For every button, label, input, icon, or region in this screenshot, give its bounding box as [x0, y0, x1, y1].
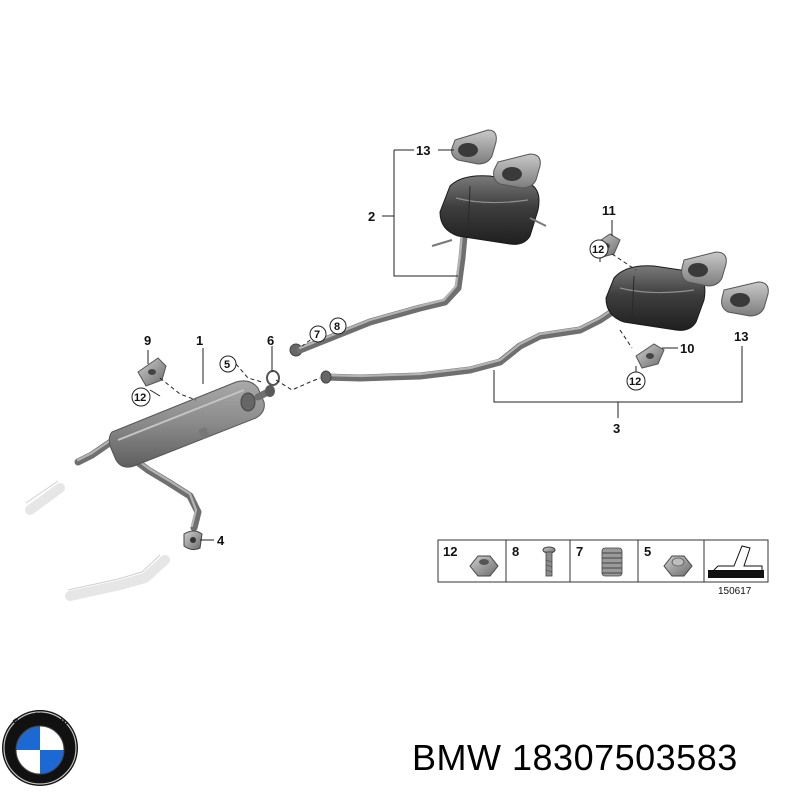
callout-5-circle — [219, 355, 237, 373]
legend-label-7: 7 — [576, 544, 583, 559]
callout-3: 3 — [613, 421, 620, 436]
callout-7-circle — [309, 325, 327, 343]
part-number: 18307503583 — [512, 737, 738, 778]
right-rear-muffler — [605, 251, 769, 331]
callout-13b: 13 — [734, 329, 748, 344]
callout-4: 4 — [217, 533, 225, 548]
legend-label-8: 8 — [512, 544, 519, 559]
callouts: 1 2 3 4 5 6 7 8 9 10 11 12 12 12 13 13 — [131, 143, 748, 548]
callout-7: 7 — [314, 329, 320, 341]
sealing-nut-icon — [663, 555, 693, 577]
mount-part-10 — [635, 343, 665, 369]
callout-13a: 13 — [416, 143, 430, 158]
legend-label-5: 5 — [644, 544, 651, 559]
callout-12c-circle — [626, 371, 646, 391]
spring-icon — [601, 547, 623, 577]
pipe-to-left-rear-muffler — [296, 232, 468, 354]
center-muffler-assembly — [74, 380, 275, 532]
bolt-icon — [542, 546, 556, 577]
callout-9: 9 — [144, 333, 151, 348]
part-caption: BMW 18307503583 — [412, 737, 738, 779]
logo-letter-m: M — [35, 711, 43, 721]
clamp-part-4 — [183, 530, 203, 551]
callout-8-circle — [329, 317, 347, 335]
callout-12a-circle — [131, 387, 151, 407]
center-muffler — [108, 380, 265, 468]
callout-12b-circle — [589, 239, 609, 259]
direction-arrow-icon — [708, 545, 764, 578]
brand-name: BMW — [412, 737, 502, 778]
left-rear-muffler — [431, 129, 547, 247]
hardware-legend: 12 8 7 5 — [437, 539, 769, 583]
mount-part-9 — [137, 357, 167, 387]
logo-letter-b: B — [11, 715, 23, 727]
bmw-logo: B M W — [2, 710, 78, 786]
flange-nut-icon — [469, 555, 499, 577]
legend-label-12: 12 — [443, 544, 457, 559]
callout-10: 10 — [680, 341, 694, 356]
callout-5: 5 — [224, 359, 230, 371]
callout-11: 11 — [602, 203, 616, 218]
callout-12c: 12 — [629, 376, 641, 388]
callout-6: 6 — [267, 333, 274, 348]
callout-12b: 12 — [592, 244, 604, 256]
callout-1: 1 — [196, 333, 203, 348]
ghost-pipes — [25, 480, 170, 601]
gasket-ring-part-6 — [266, 370, 280, 386]
callout-2: 2 — [368, 209, 375, 224]
diagram-code: 150617 — [718, 586, 752, 597]
pipe-to-right-rear-muffler — [320, 308, 616, 384]
callout-12a: 12 — [134, 392, 146, 404]
callout-8: 8 — [334, 321, 340, 333]
